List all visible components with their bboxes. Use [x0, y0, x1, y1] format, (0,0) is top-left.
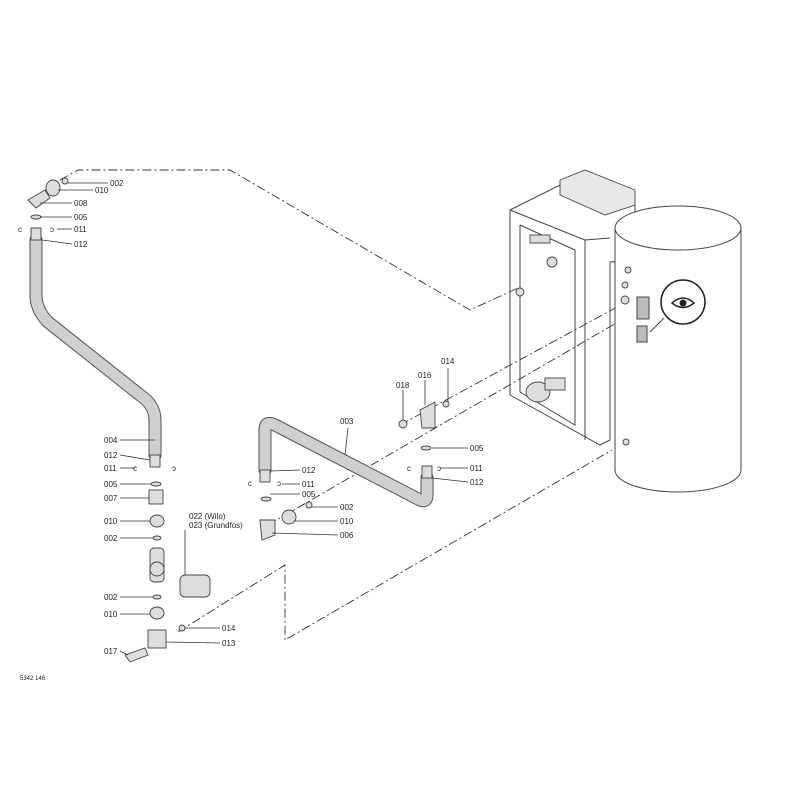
- label-006: 006: [340, 531, 354, 540]
- svg-text:c: c: [18, 225, 22, 234]
- svg-text:ↄ: ↄ: [172, 464, 176, 473]
- label-005: 005: [74, 213, 88, 222]
- part-labels: 002 010 008 005 011 012 004 012 011 005 …: [20, 179, 484, 682]
- label-011: 011: [470, 464, 483, 473]
- drawing-number: 5342 146: [20, 676, 46, 682]
- fittings: c ↄ c ↄ c ↄ c ↄ: [18, 177, 450, 663]
- label-002: 002: [104, 593, 118, 602]
- label-005: 005: [104, 480, 118, 489]
- label-014: 014: [441, 357, 455, 366]
- leader-lines: [40, 182, 469, 656]
- connection-lines: [59, 169, 631, 641]
- flow-pipe-004: [29, 233, 162, 462]
- label-013: 013: [222, 639, 236, 648]
- label-016: 016: [418, 371, 432, 380]
- svg-text:ↄ: ↄ: [50, 225, 54, 234]
- label-005: 005: [302, 490, 316, 499]
- hot-water-cylinder: [614, 205, 742, 493]
- label-011: 011: [74, 225, 87, 234]
- label-003: 003: [340, 417, 354, 426]
- label-017: 017: [104, 647, 118, 656]
- label-011: 011: [302, 480, 315, 489]
- svg-text:ↄ: ↄ: [277, 479, 281, 488]
- label-008: 008: [74, 199, 88, 208]
- label-002: 002: [340, 503, 354, 512]
- label-012: 012: [470, 478, 484, 487]
- label-005: 005: [470, 444, 484, 453]
- label-012: 012: [104, 451, 118, 460]
- label-023-grundfos: 023 (Grundfos): [189, 521, 243, 530]
- svg-text:c: c: [248, 479, 252, 488]
- label-018: 018: [396, 381, 410, 390]
- label-010: 010: [104, 517, 118, 526]
- boiler-unit: [509, 169, 636, 446]
- circulation-pump: [179, 574, 211, 598]
- label-022-wilo: 022 (Wilo): [189, 512, 226, 521]
- label-010: 010: [340, 517, 354, 526]
- return-pipe-003: [258, 416, 434, 508]
- label-012: 012: [302, 466, 316, 475]
- label-010: 010: [104, 610, 118, 619]
- label-004: 004: [104, 436, 118, 445]
- label-014: 014: [222, 624, 236, 633]
- label-007: 007: [104, 494, 118, 503]
- label-012: 012: [74, 240, 88, 249]
- label-002: 002: [110, 179, 124, 188]
- label-011: 011: [104, 464, 117, 473]
- label-002: 002: [104, 534, 118, 543]
- svg-text:ↄ: ↄ: [437, 464, 441, 473]
- svg-text:c: c: [407, 464, 411, 473]
- label-010: 010: [95, 186, 109, 195]
- svg-text:c: c: [133, 464, 137, 473]
